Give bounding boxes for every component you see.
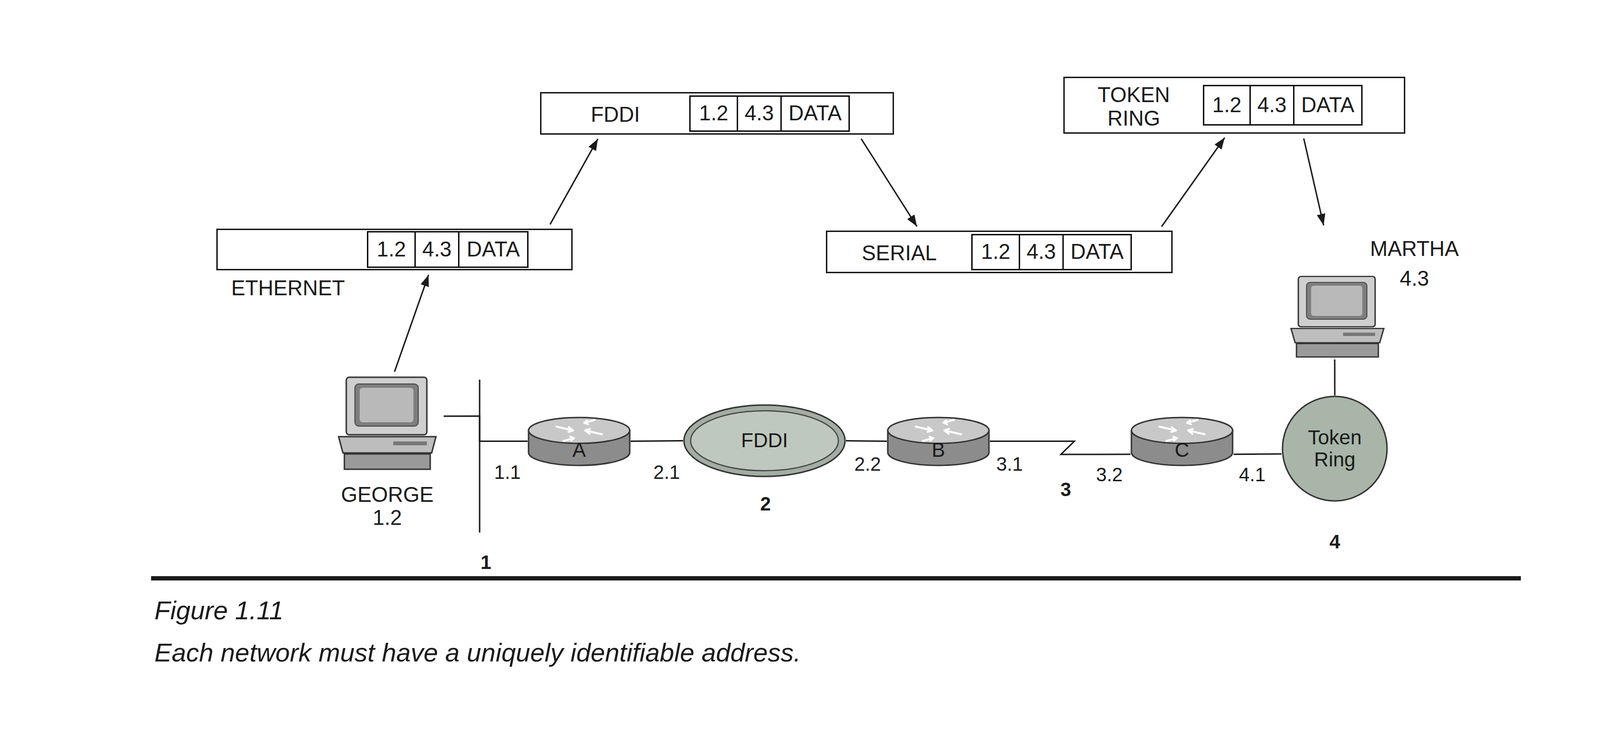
interface-address: 4.1 [1237,464,1268,486]
ethernet-bus [479,379,481,533]
host-address: 4.3 [1364,266,1465,291]
address-text: DATA [1063,235,1131,270]
address-cell: 1.2 [1202,84,1251,126]
computer-icon [335,376,439,473]
host-address: 1.2 [330,505,444,530]
flow-arrow [394,274,429,372]
address-cell: DATA [1293,84,1363,126]
address-cell: DATA [458,231,529,269]
network-name: Token Ring [1298,395,1371,503]
router: B [886,416,990,467]
router-name: A [527,437,631,464]
fddi-link [630,441,683,442]
address-text: DATA [781,96,849,131]
host-name: MARTHA [1364,236,1465,261]
address-cell: DATA [1062,234,1132,271]
address-text: 1.2 [972,235,1019,270]
token-ring-link [1233,453,1282,456]
address-text: 4.3 [738,96,781,131]
interface-address: 3.1 [994,453,1025,475]
router-name: C [1130,437,1234,464]
serial-link [989,441,1131,456]
address-text: 1.2 [1204,86,1250,125]
address-text: 4.3 [1020,235,1063,270]
address-cell: 1.2 [689,95,739,132]
flow-arrow [1303,138,1324,226]
address-cell: DATA [780,95,850,132]
ethernet-frame: ETHERNET1.24.3DATA [216,228,573,271]
flow-arrow [1161,137,1225,227]
fddi-ring: FDDI [682,404,847,478]
address-text: 4.3 [1250,86,1294,125]
flow-arrow [550,139,599,225]
frame-type-label: FDDI [541,93,690,137]
figure-rule [151,576,1521,581]
flow-arrow [861,138,918,227]
fddi-frame: FDDI1.24.3DATA [540,92,895,135]
address-text: DATA [459,232,528,267]
network-number: 1 [479,552,493,574]
serial-frame: SERIAL1.24.3DATA [825,230,1173,274]
fddi-link [846,441,887,442]
frame-type-label: TOKEN RING [1088,78,1180,136]
address-text: 1.2 [690,96,737,131]
token-ring-frame: TOKEN RING 1.24.3DATA [1063,76,1406,134]
router: C [1130,416,1234,467]
address-text: DATA [1294,86,1362,125]
token-ring: Token Ring [1281,395,1389,503]
host-computer: MARTHA 4.3 [1288,230,1471,360]
address-cell: 1.2 [971,234,1021,271]
address-cell: 1.2 [366,231,416,269]
computer-icon [1288,275,1387,360]
ethernet-link [443,416,528,442]
address-cell: 4.3 [736,95,782,132]
address-cell: 4.3 [1018,234,1064,271]
router-name: B [886,437,990,464]
interface-address: 3.2 [1094,464,1125,486]
figure-number: Figure 1.11 [152,596,285,625]
host-name: GEORGE [330,482,444,507]
token-ring-link [1333,359,1336,396]
interface-address: 2.2 [852,453,883,475]
interface-address: 1.1 [492,461,523,483]
network-number: 4 [1328,531,1342,553]
interface-address: 2.1 [651,461,682,483]
address-cell: 4.3 [414,231,460,269]
network-name: FDDI [682,404,847,478]
network-number: 2 [758,493,773,515]
router: A [527,416,631,467]
address-text: 4.3 [415,232,459,267]
host-computer: GEORGE1.2 [330,376,444,530]
frame-type-label: ETHERNET [231,276,385,301]
address-cell: 4.3 [1249,84,1295,126]
network-number: 3 [1058,479,1073,501]
address-text: 1.2 [368,232,415,267]
figure-caption: Each network must have a uniquely identi… [152,638,803,668]
frame-type-label: SERIAL [827,232,972,275]
